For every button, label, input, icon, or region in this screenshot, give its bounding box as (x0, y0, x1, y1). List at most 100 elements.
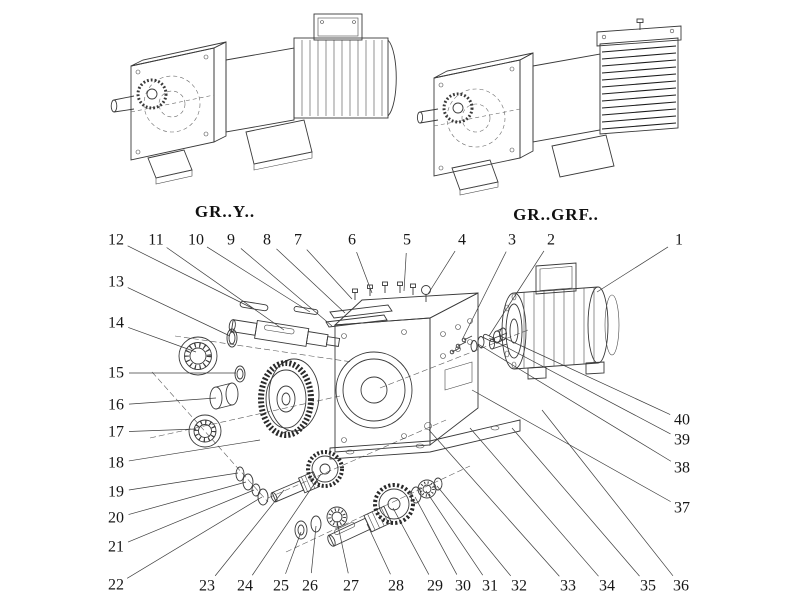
leader-line-38 (477, 343, 672, 462)
callout-2: 2 (547, 232, 555, 249)
axis-left-parts (149, 395, 341, 439)
callout-9: 9 (227, 232, 235, 249)
leader-line-13 (127, 287, 231, 337)
callout-27: 27 (343, 578, 359, 595)
housing-bore (335, 351, 413, 429)
inspection-cover (444, 361, 473, 391)
leader-line-6 (356, 252, 373, 294)
variant-label-gr-grf: GR..GRF.. (513, 205, 599, 224)
callout-10: 10 (188, 232, 204, 249)
callout-13: 13 (108, 274, 124, 291)
spacer-16 (209, 382, 239, 410)
leader-line-28 (366, 523, 391, 575)
callout-6: 6 (348, 232, 356, 249)
leader-line-17 (128, 428, 197, 432)
callout-31: 31 (482, 578, 498, 595)
callout-1: 1 (675, 232, 683, 249)
assembled-unit-gr-y (110, 13, 397, 185)
fan-cover (604, 294, 620, 356)
leader-line-39 (488, 337, 671, 435)
callout-35: 35 (640, 578, 656, 595)
motor-right-unit (596, 18, 682, 135)
leader-line-34 (469, 427, 599, 577)
leader-line-16 (128, 397, 217, 405)
leader-line-23 (214, 489, 285, 577)
callout-37: 37 (674, 500, 690, 517)
leader-line-36 (541, 409, 674, 577)
leader-line-33 (428, 429, 560, 577)
leader-line-19 (128, 472, 239, 491)
leader-line-4 (427, 250, 456, 295)
leader-line-1 (596, 246, 669, 293)
motor-foot-2 (585, 361, 605, 375)
callout-40: 40 (674, 412, 690, 429)
input-shaft-right-unit (416, 92, 474, 124)
callout-23: 23 (199, 578, 215, 595)
exploded-input-shaft (228, 319, 341, 348)
gear-24 (306, 450, 344, 488)
motor-left-unit (293, 13, 397, 119)
exploded-view: 1234567891011121314151617181920212223242… (108, 232, 690, 595)
axis-input-shaft (174, 335, 353, 363)
callout-17: 17 (108, 424, 124, 441)
bearing-17 (188, 414, 222, 448)
callout-39: 39 (674, 432, 690, 449)
leader-line-8 (276, 248, 346, 314)
leader-line-37 (471, 389, 671, 502)
leader-line-18 (128, 439, 261, 462)
callout-11: 11 (148, 232, 163, 249)
assembled-unit-gr-grf (416, 18, 682, 196)
callout-29: 29 (427, 578, 443, 595)
gearbox-front-face-2 (433, 59, 521, 177)
gearbox-top-face (130, 41, 227, 67)
leader-line-2 (488, 250, 545, 337)
toothed-pulley-18 (258, 358, 320, 438)
gear-housing (329, 292, 521, 460)
pinion-shaft-23 (270, 471, 321, 503)
callout-28: 28 (388, 578, 404, 595)
foot-left-unit-1 (147, 149, 193, 179)
key-10 (293, 306, 319, 315)
callout-20: 20 (108, 510, 124, 527)
washer-20 (242, 473, 254, 491)
callout-21: 21 (108, 539, 124, 556)
leader-line-20 (128, 481, 247, 515)
leader-line-31 (425, 490, 484, 576)
leader-line-7 (306, 249, 353, 300)
leader-line-26 (310, 525, 317, 574)
exploded-motor (489, 262, 620, 380)
key-12 (239, 300, 269, 312)
variant-label-gr-y: GR..Y.. (195, 202, 255, 221)
terminal-box (313, 13, 363, 41)
washer-38 (470, 340, 478, 352)
leader-line-12 (127, 245, 253, 309)
callout-15: 15 (108, 365, 124, 382)
callout-25: 25 (273, 578, 289, 595)
eye-bolt (421, 285, 431, 295)
callout-22: 22 (108, 577, 124, 594)
washer-38b (477, 336, 485, 348)
callout-8: 8 (263, 232, 271, 249)
drain-plug (424, 422, 432, 430)
callout-38: 38 (674, 460, 690, 477)
leader-line-10 (206, 246, 311, 313)
callout-34: 34 (599, 578, 615, 595)
ring-32 (433, 477, 443, 491)
cover-plates (325, 304, 393, 328)
leader-line-21 (127, 489, 255, 543)
leader-line-32 (436, 485, 512, 577)
leader-line-30 (414, 496, 458, 575)
leader-line-14 (128, 327, 197, 353)
ring-26 (310, 515, 322, 533)
gearbox-side-face-2 (519, 52, 534, 159)
motor-adapter-right-unit (532, 53, 601, 143)
callout-33: 33 (560, 578, 576, 595)
ring-13 (226, 328, 238, 348)
motor-end-cap (387, 39, 397, 117)
leader-line-3 (461, 251, 507, 341)
callout-7: 7 (294, 232, 302, 249)
callout-26: 26 (302, 578, 318, 595)
